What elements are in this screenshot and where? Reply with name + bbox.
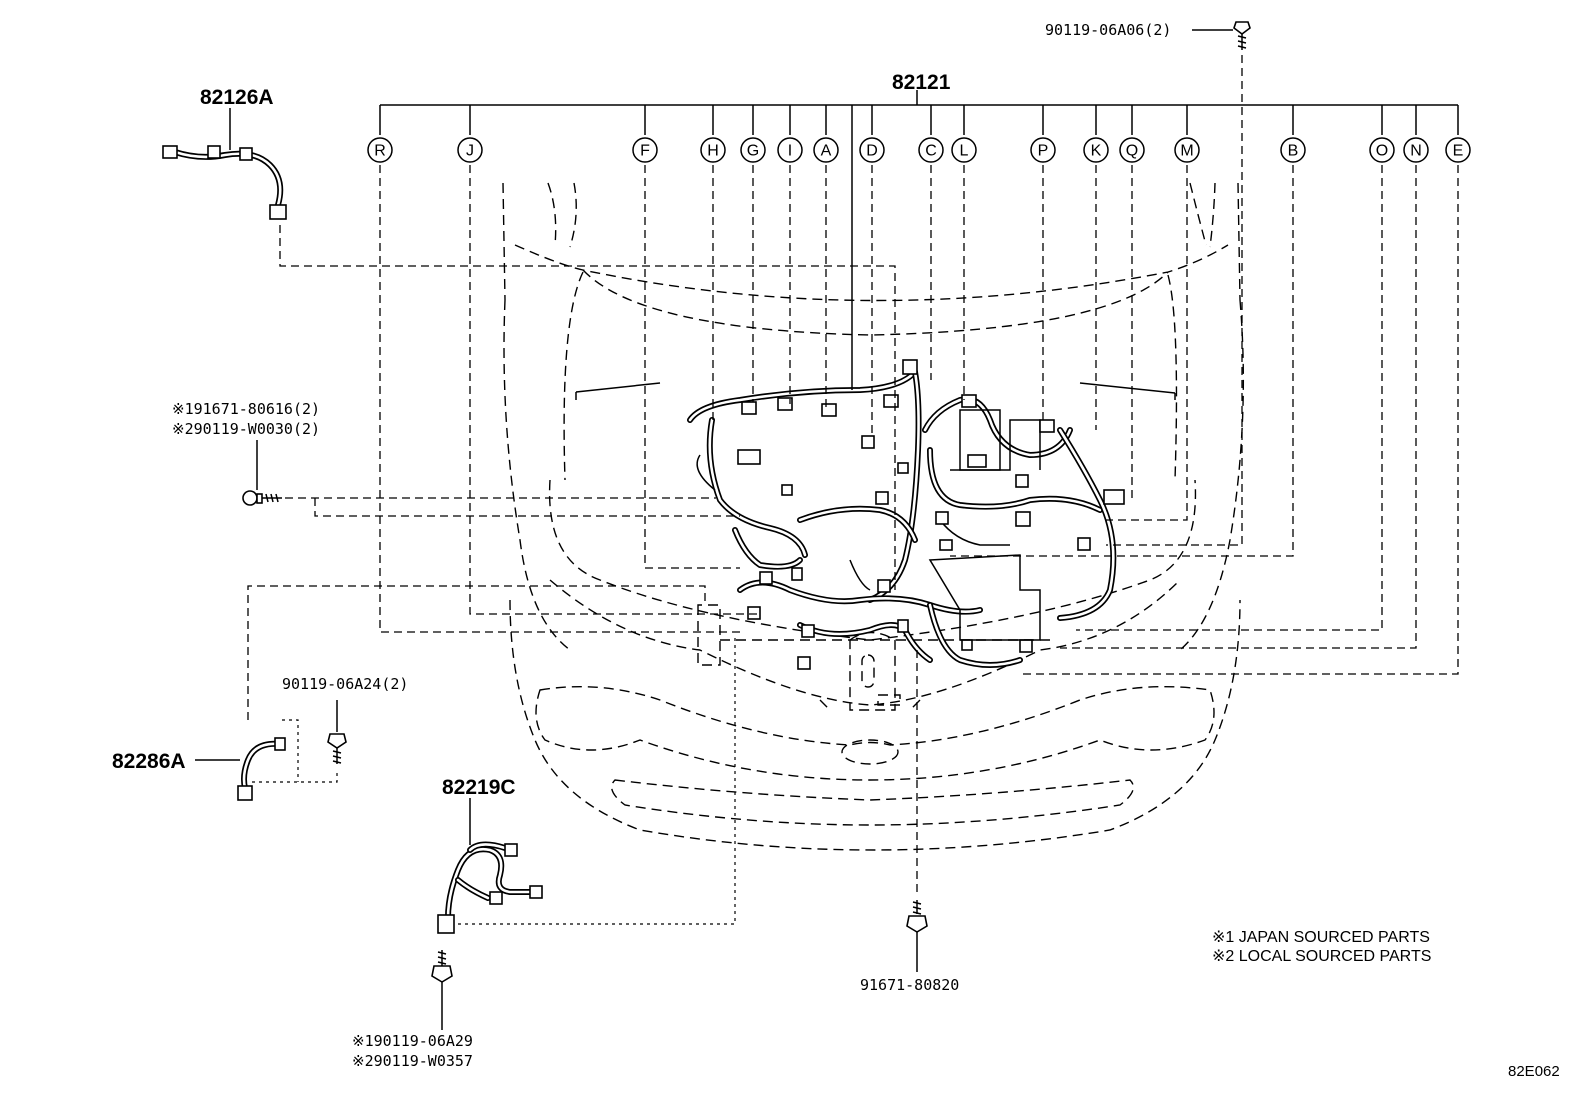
diagram-code: 82E062 xyxy=(1508,1063,1560,1080)
svg-text:G: G xyxy=(747,143,759,160)
svg-text:C: C xyxy=(925,143,937,160)
svg-text:L: L xyxy=(960,143,969,160)
callout-G: G xyxy=(740,137,766,163)
harness-82286A[interactable] xyxy=(195,719,338,801)
bolt-mid-left xyxy=(327,700,347,764)
main-harness-part-number: 82121 xyxy=(892,71,951,94)
callout-L: L xyxy=(951,137,977,163)
svg-text:R: R xyxy=(374,143,386,160)
main-harness-leader xyxy=(379,90,1459,390)
svg-text:B: B xyxy=(1288,143,1299,160)
engine-room-wire-harness[interactable] xyxy=(687,359,1125,670)
callout-D: D xyxy=(859,137,885,163)
part-number-bolt-left-1: ※191671-80616(2) xyxy=(172,400,320,418)
part-number-82219C: 82219C xyxy=(442,776,516,799)
callout-I: I xyxy=(777,137,803,163)
part-number-bolt-bottom-2: ※290119-W0357 xyxy=(352,1052,473,1070)
svg-text:M: M xyxy=(1180,143,1193,160)
callout-P: P xyxy=(1030,137,1056,163)
callout-B: B xyxy=(1280,137,1306,163)
harness-82126A[interactable] xyxy=(162,108,287,220)
bolt-bottom-center xyxy=(906,900,928,972)
note-japan-sourced: ※1 JAPAN SOURCED PARTS xyxy=(1212,929,1430,946)
part-number-bolt-mid-left: 90119-06A24(2) xyxy=(282,675,408,693)
bolt-left xyxy=(242,440,282,506)
part-number-82286A: 82286A xyxy=(112,750,186,773)
callout-C: C xyxy=(918,137,944,163)
svg-text:O: O xyxy=(1376,143,1388,160)
callout-E: E xyxy=(1445,137,1471,163)
callout-H: H xyxy=(700,137,726,163)
svg-text:P: P xyxy=(1038,143,1049,160)
callout-leader-lines xyxy=(247,55,1459,925)
callout-O: O xyxy=(1369,137,1395,163)
connector-callouts: R J F H G I A D C L P K Q M B O N E xyxy=(367,137,1471,163)
svg-text:E: E xyxy=(1453,143,1464,160)
callout-M: M xyxy=(1174,137,1200,163)
svg-text:Q: Q xyxy=(1126,143,1138,160)
part-number-82126A: 82126A xyxy=(200,86,274,109)
callout-A: A xyxy=(813,137,839,163)
svg-text:F: F xyxy=(640,143,650,160)
callout-Q: Q xyxy=(1119,137,1145,163)
part-number-bolt-bottom-center: 91671-80820 xyxy=(860,976,959,994)
callout-N: N xyxy=(1403,137,1429,163)
callout-F: F xyxy=(632,137,658,163)
vehicle-body-outline xyxy=(502,182,1245,851)
harness-82219C[interactable] xyxy=(437,798,543,934)
part-number-bolt-bottom-1: ※190119-06A29 xyxy=(352,1032,473,1050)
svg-text:J: J xyxy=(466,143,474,160)
callout-K: K xyxy=(1083,137,1109,163)
svg-text:I: I xyxy=(788,143,792,160)
part-number-bolt-left-2: ※290119-W0030(2) xyxy=(172,420,320,438)
bolt-top-right xyxy=(1192,21,1251,50)
bolt-bottom-left xyxy=(431,950,453,1030)
svg-text:D: D xyxy=(866,143,878,160)
svg-text:N: N xyxy=(1410,143,1422,160)
svg-text:K: K xyxy=(1091,143,1102,160)
svg-text:A: A xyxy=(821,143,832,160)
callout-R: R xyxy=(367,137,393,163)
note-local-sourced: ※2 LOCAL SOURCED PARTS xyxy=(1212,948,1431,965)
callout-J: J xyxy=(457,137,483,163)
part-number-bolt-top-right: 90119-06A06(2) xyxy=(1045,21,1171,39)
svg-text:H: H xyxy=(707,143,719,160)
